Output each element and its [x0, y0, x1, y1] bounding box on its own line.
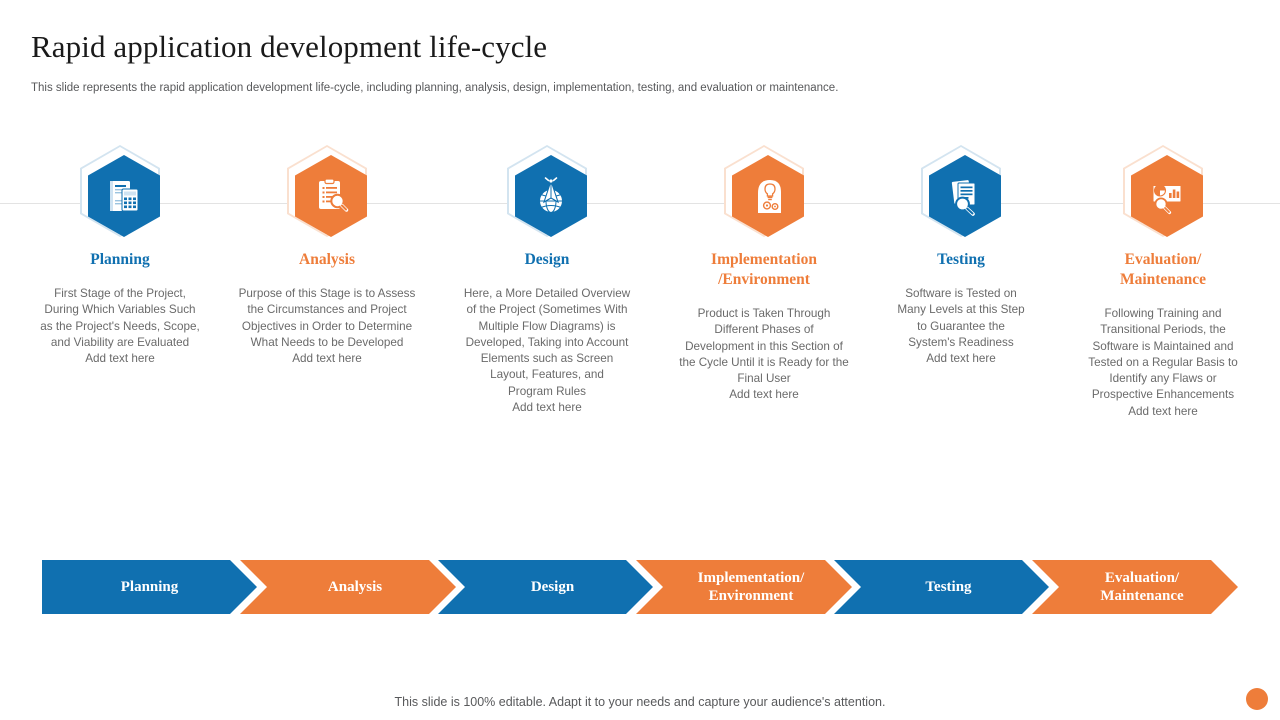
stage-icon-implementation — [724, 145, 804, 237]
chevron-step-evaluation[interactable]: Evaluation/ Maintenance — [1032, 560, 1238, 614]
chevron-label: Testing — [925, 579, 972, 595]
chevron-label: Evaluation/ Maintenance — [1100, 570, 1184, 604]
chevron-label: Analysis — [327, 579, 383, 595]
stage-description-testing: Software is Tested on Many Levels at thi… — [897, 287, 1025, 366]
stage-heading-analysis: Analysis — [299, 251, 355, 268]
presentation-chart-magnifier-icon — [1131, 155, 1203, 237]
stage-icon-testing — [921, 145, 1001, 237]
documents-magnifier-icon — [929, 155, 1001, 237]
decorative-dot — [1246, 688, 1268, 710]
chevron-label: Planning — [120, 579, 179, 595]
chevron-label: Implementation/ Environment — [697, 570, 805, 604]
chevron-step-analysis[interactable]: Analysis — [240, 560, 456, 614]
compass-globe-icon — [515, 155, 587, 237]
stage-description-evaluation: Following Training and Transitional Peri… — [1088, 307, 1238, 418]
stage-description-implementation: Product is Taken Through Different Phase… — [679, 307, 849, 402]
process-chevron-bar: Planning Analysis Design Implementation/ En… — [42, 560, 1238, 614]
stage-heading-evaluation: Evaluation/ Maintenance — [1119, 251, 1207, 288]
chevron-label: Design — [530, 579, 575, 595]
stage-heading-design: Design — [524, 251, 570, 268]
clipboard-magnifier-icon — [295, 155, 367, 237]
chevron-step-planning[interactable]: Planning — [42, 560, 257, 614]
stage-icon-evaluation — [1123, 145, 1203, 237]
page-title: Rapid application development life-cycle — [31, 29, 548, 64]
stage-icon-planning — [80, 145, 160, 237]
stage-heading-testing: Testing — [937, 251, 985, 268]
chevron-step-implementation[interactable]: Implementation/ Environment — [636, 560, 852, 614]
timeline-connector-line — [0, 203, 1280, 204]
stage-heading-planning: Planning — [90, 251, 150, 268]
stage-heading-implementation: Implementation /Environment — [711, 251, 817, 288]
stage-description-analysis: Purpose of this Stage is to Assess the C… — [238, 287, 416, 366]
stage-icon-analysis — [287, 145, 367, 237]
chevron-step-testing[interactable]: Testing — [834, 560, 1049, 614]
footer-note: This slide is 100% editable. Adapt it to… — [394, 695, 886, 709]
stage-description-design: Here, a More Detailed Overview of the Pr… — [463, 287, 631, 415]
head-lightbulb-gears-icon — [732, 155, 804, 237]
stage-description-planning: First Stage of the Project, During Which… — [40, 287, 200, 366]
stage-icon-design — [507, 145, 587, 237]
chevron-step-design[interactable]: Design — [438, 560, 653, 614]
document-calculator-icon — [88, 155, 160, 237]
page-subtitle: This slide represents the rapid applicat… — [31, 82, 839, 94]
